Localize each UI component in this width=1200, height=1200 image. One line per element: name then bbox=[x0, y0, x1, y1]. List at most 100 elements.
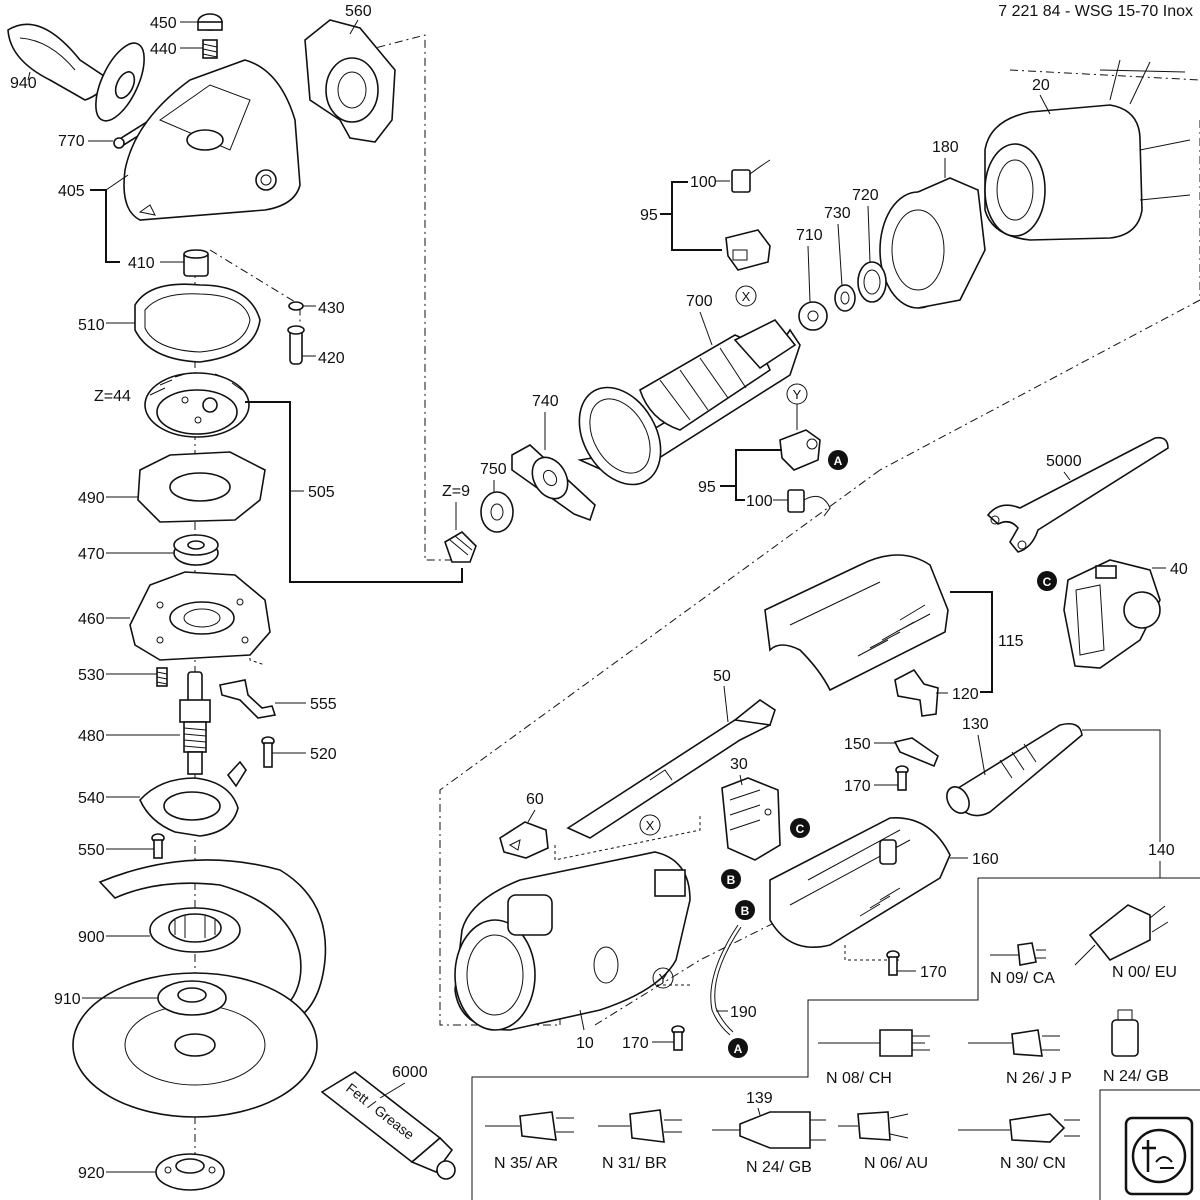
plug-n24-gb-top bbox=[1111, 1009, 1139, 1057]
label-460: 460 bbox=[78, 611, 105, 628]
grease-tube-6000: Fett / Grease bbox=[320, 1071, 456, 1180]
label-z44: Z=44 bbox=[94, 388, 131, 405]
label-920: 920 bbox=[78, 1165, 105, 1182]
label-430: 430 bbox=[318, 300, 345, 317]
spindle-480 bbox=[179, 671, 211, 775]
pin-420 bbox=[287, 325, 305, 365]
wheel-guard-900 bbox=[98, 859, 327, 1023]
switch-30 bbox=[721, 777, 781, 861]
plug-n00-eu bbox=[1074, 904, 1169, 966]
label-139: 139 bbox=[746, 1090, 773, 1107]
label-z9: Z=9 bbox=[442, 483, 470, 500]
svg-text:Y: Y bbox=[793, 387, 802, 402]
bevel-gear-z44 bbox=[144, 372, 250, 438]
label-100b: 100 bbox=[746, 493, 773, 510]
svg-text:A: A bbox=[734, 1042, 743, 1056]
label-540: 540 bbox=[78, 790, 105, 807]
fein-logo bbox=[1124, 1116, 1194, 1196]
circlip-430 bbox=[288, 301, 304, 311]
label-30: 30 bbox=[730, 756, 748, 773]
label-550: 550 bbox=[78, 842, 105, 859]
svg-text:B: B bbox=[727, 873, 736, 887]
screw-170-upper bbox=[895, 765, 909, 791]
needle-bearing-410 bbox=[183, 249, 209, 277]
plug-n09-ca-label: N 09/ CA bbox=[990, 970, 1055, 987]
marker-a-cable: A bbox=[728, 1038, 748, 1058]
label-900: 900 bbox=[78, 929, 105, 946]
label-150: 150 bbox=[844, 736, 871, 753]
label-410: 410 bbox=[128, 255, 155, 272]
plug-variants-frame bbox=[471, 877, 1200, 1200]
plug-n24-gb-top-label: N 24/ GB bbox=[1103, 1068, 1169, 1085]
marker-c-switch: C bbox=[790, 818, 810, 838]
label-510: 510 bbox=[78, 317, 105, 334]
screw-550 bbox=[151, 833, 165, 859]
svg-text:C: C bbox=[1043, 575, 1052, 589]
label-450: 450 bbox=[150, 15, 177, 32]
label-170b: 170 bbox=[920, 964, 947, 981]
switch-button-60 bbox=[499, 821, 549, 859]
bearing-flange-460 bbox=[129, 571, 271, 661]
label-710: 710 bbox=[796, 227, 823, 244]
air-guide-560 bbox=[304, 19, 396, 143]
ball-bearing-750 bbox=[480, 491, 514, 533]
plug-n08-ch bbox=[818, 1029, 930, 1057]
plug-n24-gb-bottom-label: N 24/ GB bbox=[746, 1159, 812, 1176]
lock-button-450 bbox=[197, 13, 223, 31]
screw-520 bbox=[261, 736, 275, 768]
motor-cover-115 bbox=[764, 554, 949, 692]
svg-text:Y: Y bbox=[659, 971, 668, 986]
electronic-module-40 bbox=[1063, 559, 1161, 669]
label-5000: 5000 bbox=[1046, 453, 1082, 470]
field-stator-20 bbox=[984, 59, 1191, 241]
carbon-brush-100-top bbox=[731, 159, 771, 193]
label-20: 20 bbox=[1032, 77, 1050, 94]
svg-text:A: A bbox=[834, 454, 843, 468]
spring-440 bbox=[202, 39, 218, 59]
label-6000: 6000 bbox=[392, 1064, 428, 1081]
marker-a-top: A bbox=[828, 450, 848, 470]
spanner-wrench-5000 bbox=[986, 436, 1169, 553]
label-160: 160 bbox=[972, 851, 999, 868]
label-555: 555 bbox=[310, 696, 337, 713]
svg-text:B: B bbox=[741, 904, 750, 918]
label-115: 115 bbox=[998, 633, 1024, 650]
brush-holder-95-top bbox=[725, 229, 771, 271]
marker-b-cable: B bbox=[735, 900, 755, 920]
label-190: 190 bbox=[730, 1004, 757, 1021]
label-180: 180 bbox=[932, 139, 959, 156]
plug-n06-au bbox=[838, 1111, 909, 1141]
marker-x-top: X bbox=[735, 285, 757, 307]
ball-bearing-470 bbox=[173, 534, 219, 566]
drawing-id: 7 221 84 - WSG 15-70 Inox bbox=[998, 3, 1193, 20]
label-60: 60 bbox=[526, 791, 544, 808]
label-700: 700 bbox=[686, 293, 713, 310]
plug-n26-jp bbox=[968, 1029, 1060, 1057]
plug-n35-ar bbox=[485, 1111, 574, 1141]
label-505: 505 bbox=[308, 484, 335, 501]
marker-y-bottom: Y bbox=[652, 967, 674, 989]
brush-holder-95-bottom bbox=[779, 429, 821, 471]
gasket-510 bbox=[134, 283, 261, 363]
plug-n26-jp-label: N 26/ J P bbox=[1006, 1070, 1072, 1087]
label-910: 910 bbox=[54, 991, 81, 1008]
carbon-brush-100-bottom bbox=[787, 489, 831, 517]
svg-text:X: X bbox=[646, 818, 655, 833]
plug-n08-ch-label: N 08/ CH bbox=[826, 1070, 892, 1087]
plug-n35-ar-label: N 35/ AR bbox=[494, 1155, 558, 1172]
marker-y-top: Y bbox=[786, 383, 808, 405]
marker-c-module: C bbox=[1037, 571, 1057, 591]
label-405: 405 bbox=[58, 183, 85, 200]
screw-170-lower bbox=[671, 1025, 685, 1051]
label-730: 730 bbox=[824, 205, 851, 222]
label-940: 940 bbox=[10, 75, 37, 92]
switch-housing-160 bbox=[769, 817, 951, 949]
marker-b-switch: B bbox=[721, 869, 741, 889]
gear-housing-405 bbox=[123, 59, 301, 221]
plug-n30-cn bbox=[958, 1113, 1080, 1143]
label-10: 10 bbox=[576, 1035, 594, 1052]
label-120: 120 bbox=[952, 686, 979, 703]
plug-n06-au-label: N 06/ AU bbox=[864, 1155, 928, 1172]
svg-text:X: X bbox=[742, 289, 751, 304]
plug-n31-br bbox=[598, 1109, 682, 1143]
